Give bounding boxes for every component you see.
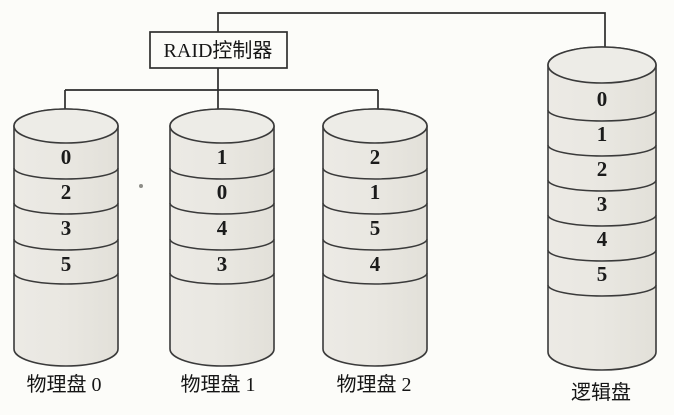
segment-divider — [13, 272, 119, 285]
segment-label: 0 — [597, 87, 608, 111]
segment-divider — [547, 144, 657, 157]
segment-divider — [547, 109, 657, 122]
segment-divider — [322, 167, 428, 180]
segment-label: 4 — [217, 216, 228, 240]
segment-label: 2 — [370, 145, 381, 169]
raid-controller-label: RAID控制器 — [164, 39, 273, 62]
segment-label: 2 — [597, 157, 608, 181]
segment-label: 3 — [217, 252, 228, 276]
segment-label: 1 — [217, 145, 228, 169]
segment-label: 2 — [61, 180, 72, 204]
cylinder-top — [322, 108, 428, 144]
segment-divider — [322, 238, 428, 251]
cylinder-top — [169, 108, 275, 144]
segment-label: 0 — [217, 180, 228, 204]
raid-controller: RAID控制器 — [149, 31, 288, 69]
segment-divider — [547, 179, 657, 192]
segment-label: 1 — [370, 180, 381, 204]
segment-divider — [547, 284, 657, 297]
disk-logical: 0 1 2 3 4 5 逻辑盘 — [547, 46, 657, 404]
segment-divider — [13, 167, 119, 180]
segment-divider — [322, 272, 428, 285]
segment-label: 4 — [597, 227, 608, 251]
disk-name-label: 逻辑盘 — [571, 381, 631, 404]
disk-physical-2: 2 1 5 4 物理盘 2 — [322, 108, 428, 396]
segment-divider — [13, 238, 119, 251]
segment-divider — [547, 249, 657, 262]
segment-label: 5 — [61, 252, 72, 276]
segment-label: 3 — [61, 216, 72, 240]
controller-to-logical-line — [217, 12, 606, 48]
segment-divider — [547, 214, 657, 227]
segment-divider — [169, 167, 275, 180]
segment-divider — [169, 272, 275, 285]
segment-divider — [169, 238, 275, 251]
segment-label: 5 — [597, 262, 608, 286]
disk-physical-1: 1 0 4 3 物理盘 1 — [169, 108, 275, 396]
cylinder-top — [13, 108, 119, 144]
disk-name-label: 物理盘 2 — [337, 373, 412, 396]
disk-physical-0: 0 2 3 5 物理盘 0 — [13, 108, 119, 396]
segment-divider — [169, 202, 275, 215]
segment-label: 5 — [370, 216, 381, 240]
segment-label: 3 — [597, 192, 608, 216]
scan-speck — [139, 184, 143, 188]
segment-label: 4 — [370, 252, 381, 276]
controller-to-physical-bus — [64, 68, 379, 111]
raid-controller-box — [149, 31, 288, 69]
segment-divider — [13, 202, 119, 215]
segment-label: 0 — [61, 145, 72, 169]
cylinder-top — [547, 46, 657, 84]
segment-divider — [322, 202, 428, 215]
segment-label: 1 — [597, 122, 608, 146]
disk-name-label: 物理盘 0 — [27, 373, 102, 396]
disk-name-label: 物理盘 1 — [181, 373, 256, 396]
